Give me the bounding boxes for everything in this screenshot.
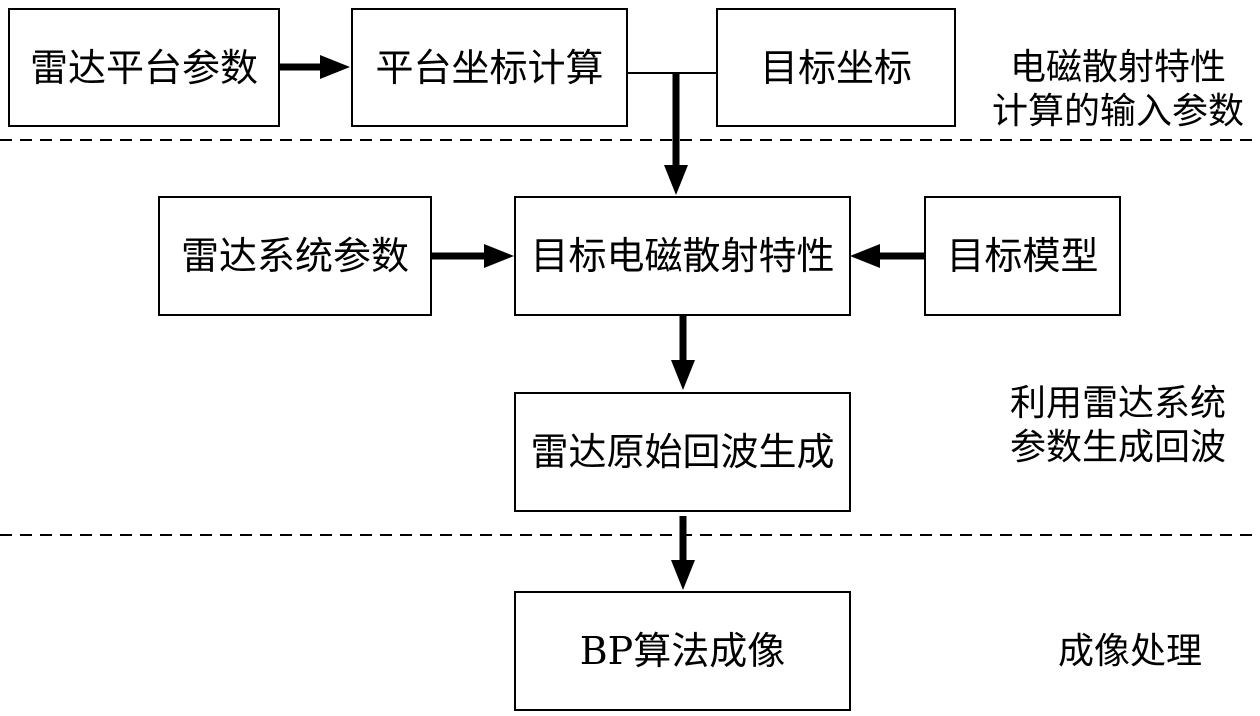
stage-label-echo-generation: 利用雷达系统 参数生成回波 (990, 382, 1246, 470)
arrow-em-scattering-to-raw-echo (671, 316, 695, 390)
stage-label-input-params: 电磁散射特性 计算的输入参数 (978, 46, 1258, 134)
box-target-model: 目标模型 (924, 196, 1121, 316)
box-radar-system-params: 雷达系统参数 (158, 196, 432, 316)
box-bp-imaging-label: BP算法成像 (579, 629, 786, 673)
box-target-coords-label: 目标坐标 (759, 45, 912, 90)
arrow-coords-to-em-scattering (664, 73, 688, 195)
box-target-em-scattering: 目标电磁散射特性 (514, 196, 851, 316)
arrow-target-model-to-em-scattering (850, 244, 924, 268)
box-radar-raw-echo-label: 雷达原始回波生成 (530, 430, 835, 474)
box-platform-coord-calc: 平台坐标计算 (351, 8, 628, 127)
stage-label-input-params-line2: 计算的输入参数 (991, 91, 1244, 132)
stage-label-imaging-line1: 成像处理 (1057, 631, 1202, 672)
box-radar-raw-echo: 雷达原始回波生成 (514, 392, 851, 512)
stage-label-imaging: 成像处理 (1030, 630, 1230, 674)
box-target-model-label: 目标模型 (946, 234, 1099, 278)
box-bp-imaging: BP算法成像 (514, 591, 851, 711)
stage-label-echo-generation-line1: 利用雷达系统 (1009, 383, 1226, 424)
box-platform-coord-calc-label: 平台坐标计算 (375, 45, 604, 90)
stage-label-echo-generation-line2: 参数生成回波 (1009, 427, 1226, 468)
arrow-platform-params-to-coord-calc (280, 55, 350, 79)
box-target-em-scattering-label: 目标电磁散射特性 (530, 234, 835, 278)
box-radar-system-params-label: 雷达系统参数 (180, 234, 409, 278)
arrow-system-params-to-em-scattering (432, 244, 514, 268)
box-radar-platform-params: 雷达平台参数 (8, 8, 280, 127)
stage-label-input-params-line1: 电磁散射特性 (1009, 47, 1226, 88)
box-radar-platform-params-label: 雷达平台参数 (29, 45, 258, 90)
arrow-raw-echo-to-bp-imaging (671, 516, 695, 590)
box-target-coords: 目标坐标 (716, 8, 956, 127)
